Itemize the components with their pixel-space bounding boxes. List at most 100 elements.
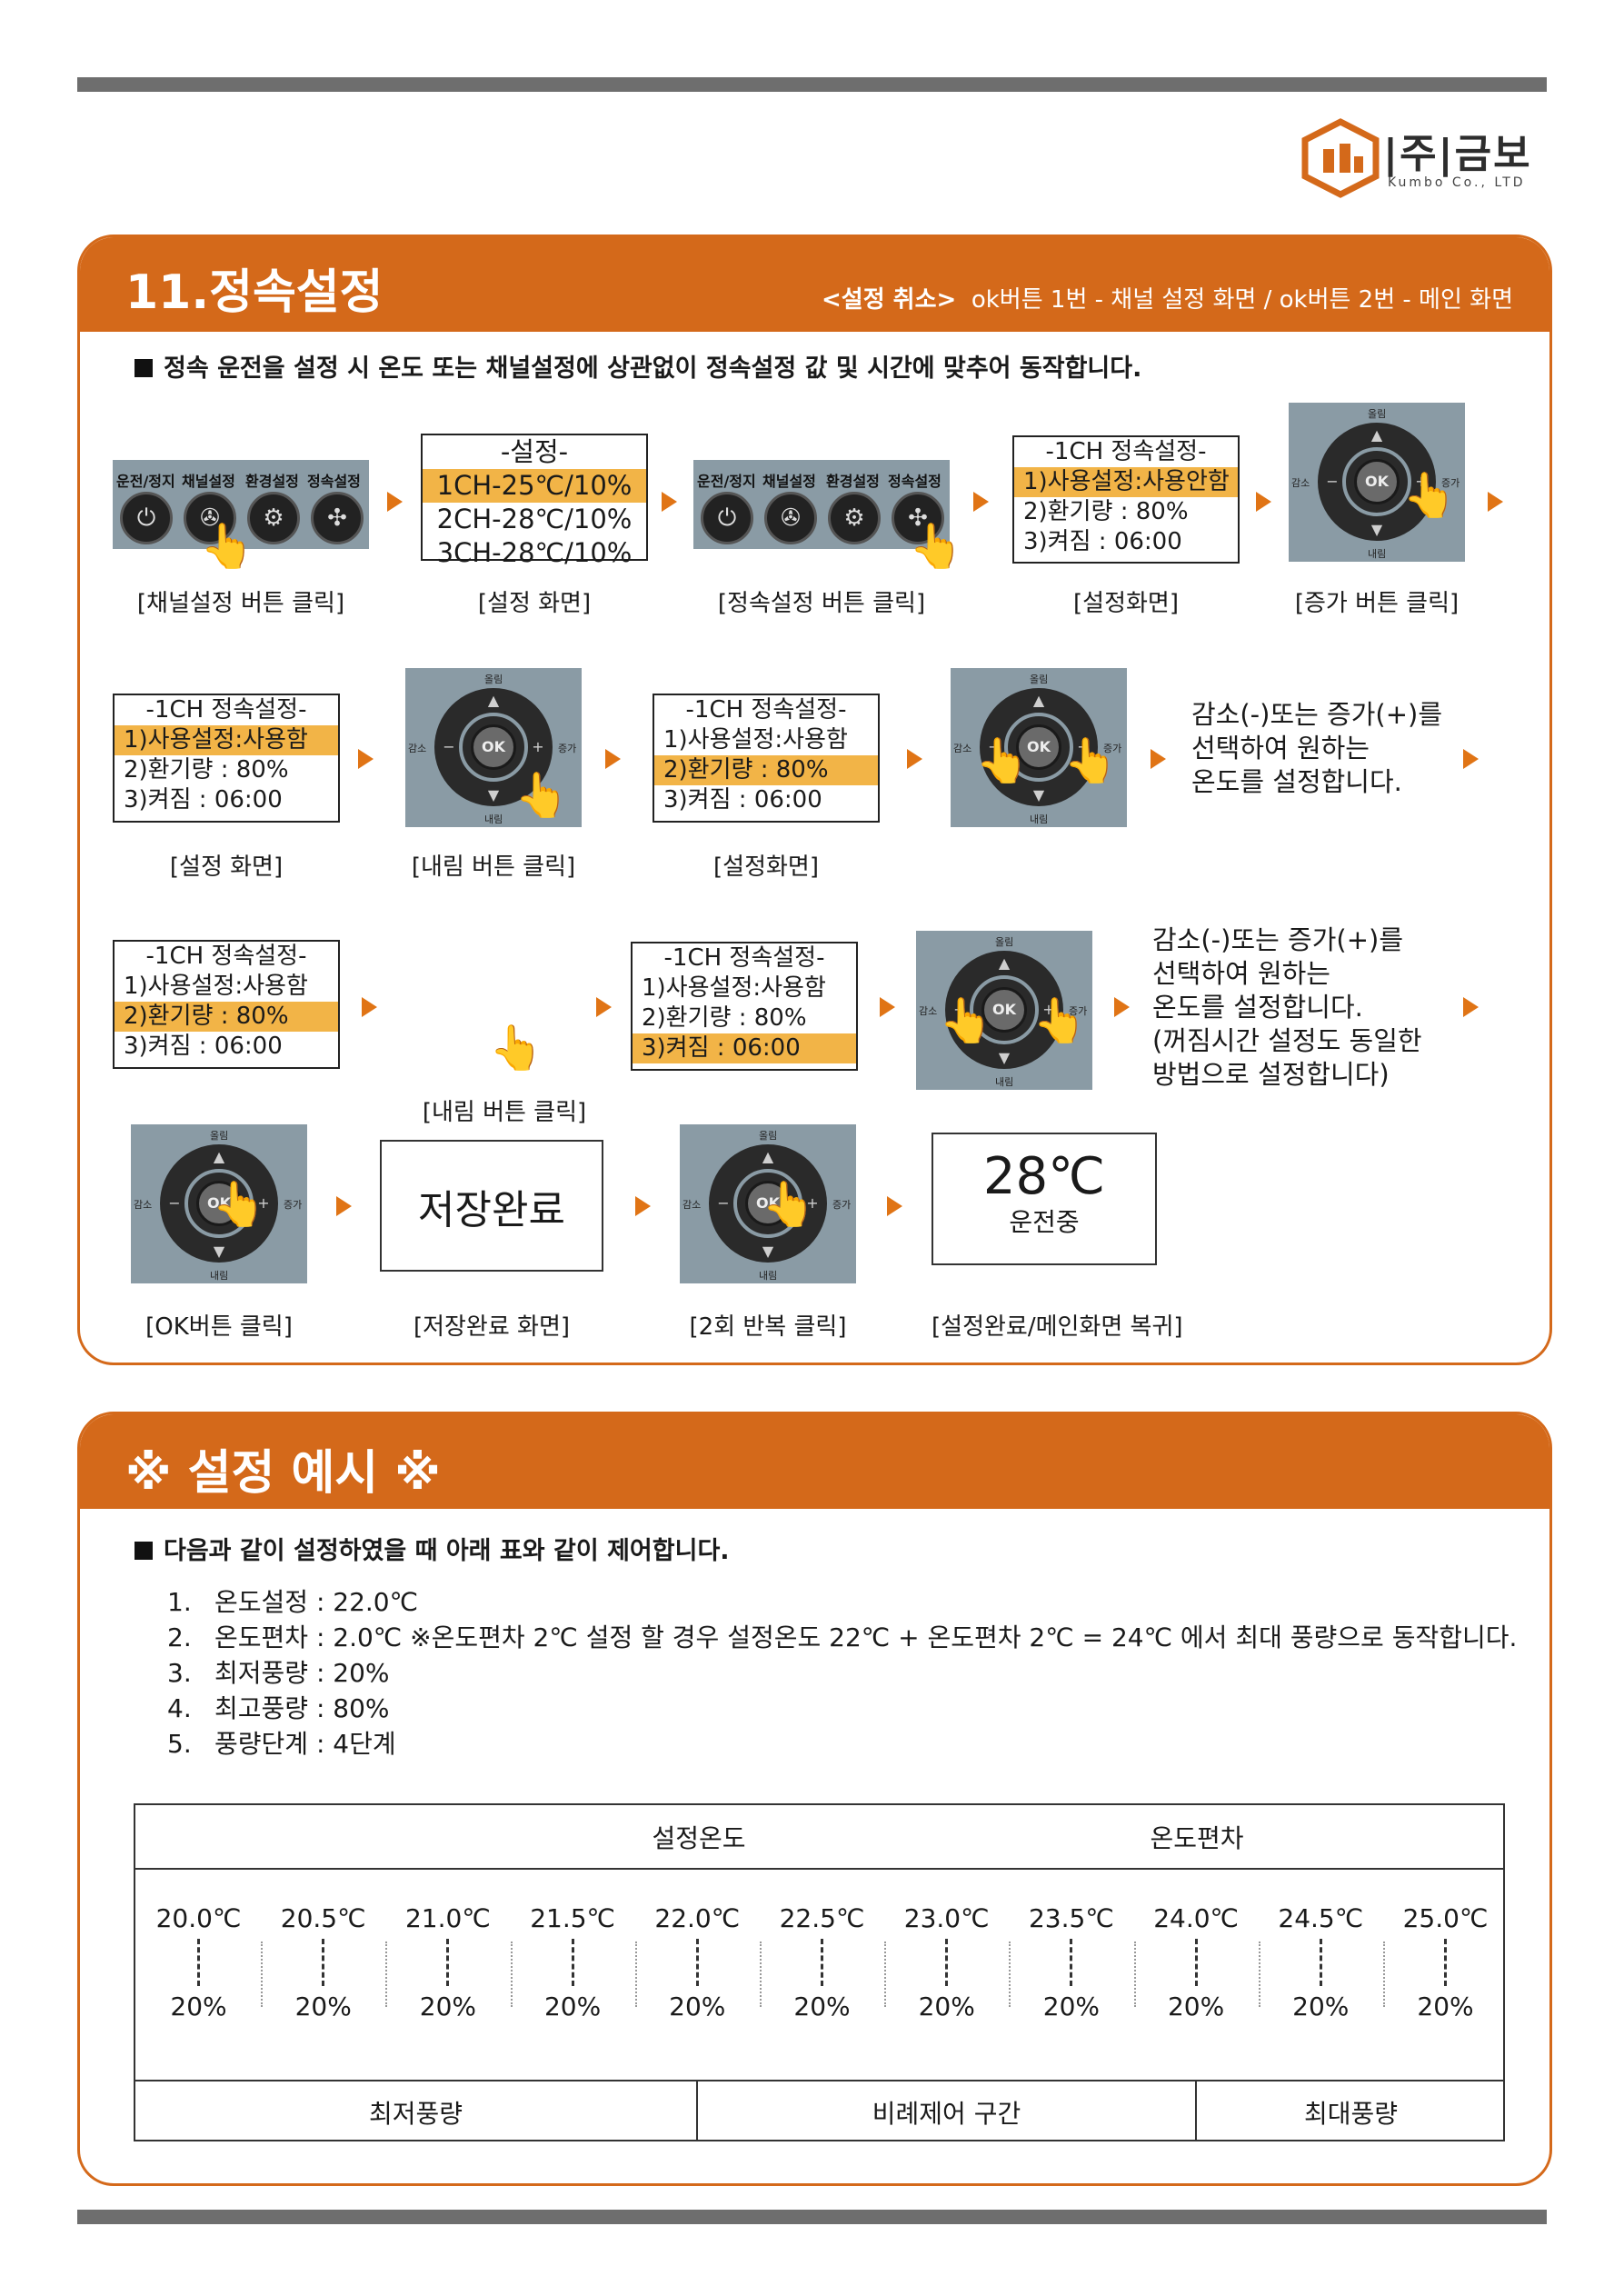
cruise-screen: -1CH 정속설정- 1)사용설정:사용함 2)환기량 : 80% 3)켜짐 :… [631, 942, 858, 1071]
down-arrow-icon[interactable]: ▼ [213, 1243, 225, 1260]
arrow-right-icon [336, 1196, 352, 1216]
button-label-cruise: 정속설정 [888, 473, 942, 490]
dial: ▲ ▼ − + OK [709, 1144, 827, 1263]
minus-icon[interactable]: − [168, 1194, 181, 1212]
intro-text: 다음과 같이 설정하였을 때 아래 표와 같이 제어합니다. [164, 1537, 730, 1565]
arrow-right-icon [362, 997, 377, 1017]
airflow-value: 20% [170, 1992, 227, 2021]
dashed-connector [1070, 1939, 1073, 1986]
up-arrow-icon[interactable]: ▲ [487, 692, 500, 709]
arrow-right-icon [596, 997, 612, 1017]
dashed-connector [821, 1939, 823, 1986]
down-arrow-icon[interactable]: ▼ [1370, 521, 1383, 538]
pointing-hand-icon: 👆 [489, 1023, 543, 1073]
down-arrow-icon[interactable]: ▼ [762, 1243, 774, 1260]
lcd-row: 1CH-25℃/10% [423, 469, 646, 503]
cruise-screen: -1CH 정속설정- 1)사용설정:사용함 2)환기량 : 80% 3)켜짐 :… [653, 694, 880, 823]
channel-button[interactable]: ✇ [184, 492, 236, 544]
power-button[interactable]: ⏻ [701, 492, 753, 544]
up-arrow-icon[interactable]: ▲ [1032, 692, 1045, 709]
up-arrow-icon[interactable]: ▲ [1370, 426, 1383, 444]
lcd-row: 2)환기량 : 80% [115, 1002, 338, 1032]
list-item: 2.온도편차 : 2.0℃ ※온도편차 2℃ 설정 할 경우 설정온도 22℃ … [167, 1620, 1517, 1655]
caption: [2회 반복 클릭] [689, 1313, 847, 1341]
dashed-connector [1194, 1939, 1198, 1986]
down-arrow-icon[interactable]: ▼ [1032, 786, 1045, 804]
dial: ▲ ▼ − + OK [1318, 423, 1436, 541]
left-label: 감소 [408, 743, 427, 754]
airflow-value: 20% [1417, 1992, 1474, 2021]
cruise-screen: -1CH 정속설정- 1)사용설정:사용안함 2)환기량 : 80% 3)켜짐 … [1012, 435, 1240, 564]
lcd-title: -1CH 정속설정- [145, 943, 307, 970]
airflow-value: 20% [1292, 1992, 1350, 2021]
dashed-connector [571, 1939, 574, 1986]
description-block: 감소(-)또는 증가(+)를 선택하여 원하는 온도를 설정합니다. [1191, 698, 1442, 799]
lcd-row: 3)켜짐 : 06:00 [663, 786, 822, 814]
ok-button[interactable]: OK [981, 987, 1027, 1033]
cruise-button[interactable]: ✣ [892, 492, 944, 544]
lcd-row: 1)사용설정:사용안함 [1014, 467, 1238, 497]
remote-dial: 올림 내림 감소 증가 ▲ ▼ − + OK [131, 1124, 307, 1283]
minus-icon[interactable]: − [443, 738, 455, 755]
arrow-right-icon [1463, 749, 1479, 769]
up-arrow-icon[interactable]: ▲ [998, 954, 1011, 972]
intro-line: 다음과 같이 설정하였을 때 아래 표와 같이 제어합니다. [135, 1531, 730, 1566]
kumbo-logo-icon [1301, 118, 1380, 198]
env-button[interactable]: ⚙ [828, 492, 881, 544]
ok-button[interactable]: OK [1016, 724, 1061, 770]
plus-icon[interactable]: + [1415, 473, 1428, 490]
caption: [설정 화면] [477, 590, 592, 617]
airflow-value: 20% [1042, 1992, 1100, 2021]
cancel-note: <설정 취소> ok버튼 1번 - 채널 설정 화면 / ok버튼 2번 - 메… [822, 281, 1513, 314]
plus-icon[interactable]: + [1042, 1001, 1055, 1018]
channel-button[interactable]: ✇ [764, 492, 817, 544]
list-number: 5. [167, 1729, 192, 1759]
ok-button[interactable]: OK [471, 724, 516, 770]
dial-ring [459, 713, 528, 782]
right-label: 증가 [284, 1199, 303, 1211]
plus-icon[interactable]: + [806, 1194, 819, 1212]
lcd-row: 2)환기량 : 80% [124, 756, 289, 784]
down-arrow-icon[interactable]: ▼ [998, 1049, 1011, 1066]
minus-icon[interactable]: − [988, 738, 1001, 755]
pointing-hand-icon: 👆 [762, 1179, 816, 1230]
env-button[interactable]: ⚙ [247, 492, 300, 544]
button-label-env: 환경설정 [826, 473, 880, 490]
up-arrow-icon[interactable]: ▲ [762, 1148, 774, 1165]
button-panel: 운전/정지 채널설정 환경설정 정속설정 ⏻ ✇ ⚙ ✣ [113, 460, 369, 549]
dial: ▲ ▼ − + OK [980, 688, 1098, 806]
power-button[interactable]: ⏻ [120, 492, 173, 544]
lcd-row: 2)환기량 : 80% [654, 755, 878, 785]
temperature-value: 23.5℃ [1028, 1903, 1114, 1933]
remote-dial: 올림 내림 감소 증가 ▲ ▼ − + OK [1289, 403, 1465, 562]
arrow-right-icon [973, 492, 989, 512]
lcd-title: -설정- [500, 436, 569, 467]
minus-icon[interactable]: − [1326, 473, 1339, 490]
section-title: ※ 설정 예시 ※ [125, 1446, 441, 1501]
plus-icon[interactable]: + [532, 738, 544, 755]
caption: [내림 버튼 클릭] [411, 854, 576, 881]
button-label-run: 운전/정지 [116, 473, 175, 490]
lcd-row: 2)환기량 : 80% [1023, 498, 1189, 525]
temperature-value: 21.0℃ [404, 1903, 491, 1933]
cruise-button[interactable]: ✣ [311, 492, 364, 544]
lcd-row: 1)사용설정:사용함 [642, 974, 826, 1002]
up-arrow-icon[interactable]: ▲ [213, 1148, 225, 1165]
minus-icon[interactable]: − [953, 1001, 966, 1018]
down-arrow-icon[interactable]: ▼ [487, 786, 500, 804]
plus-icon[interactable]: + [257, 1194, 270, 1212]
ok-button[interactable]: OK [196, 1181, 242, 1226]
plus-icon[interactable]: + [1077, 738, 1090, 755]
lcd-row: 1)사용설정:사용함 [663, 726, 848, 754]
column-separator [760, 1942, 762, 2007]
minus-icon[interactable]: − [717, 1194, 730, 1212]
dashed-connector [197, 1939, 200, 1986]
section-header: ※ 설정 예시 ※ [80, 1414, 1549, 1509]
lcd-row: 1)사용설정:사용함 [124, 973, 308, 1000]
dial-ring [1342, 447, 1411, 516]
ok-button[interactable]: OK [745, 1181, 791, 1226]
ok-button[interactable]: OK [1354, 459, 1400, 504]
